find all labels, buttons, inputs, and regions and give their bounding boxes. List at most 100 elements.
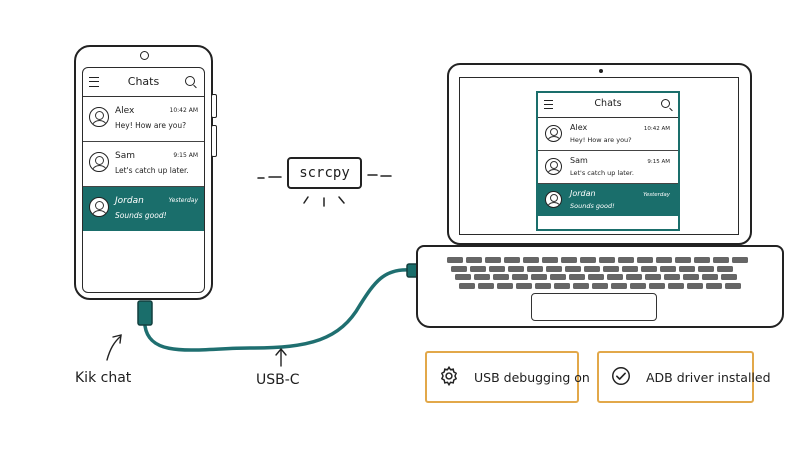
keyboard-key [546, 265, 562, 272]
phone-chat-item-alex[interactable]: Alex 10:42 AM Hey! How are you? [83, 97, 204, 142]
keyboard-key [664, 274, 680, 280]
keyboard-key [466, 257, 482, 263]
scrcpy-dashes [257, 174, 392, 207]
keyboard-key [721, 274, 737, 280]
scrcpy-label: scrcpy [287, 157, 362, 189]
keyboard-key [459, 282, 475, 289]
chat-preview: Hey! How are you? [570, 136, 632, 144]
keyboard-key [618, 257, 634, 263]
status-text: ADB driver installed [646, 370, 771, 385]
keyboard-key [687, 282, 703, 289]
keyboard-key [512, 274, 528, 280]
keyboard-key [603, 265, 619, 272]
keyboard-key [698, 265, 714, 272]
cable-plug-phone [137, 300, 153, 326]
keyboard-key [732, 257, 748, 263]
keyboard-key [725, 282, 741, 289]
gear-icon [440, 365, 458, 387]
chat-name: Alex [570, 123, 588, 132]
keyboard-key [554, 282, 570, 289]
phone-chat-item-sam[interactable]: Sam 9:15 AM Let's catch up later. [83, 142, 204, 187]
cable-caption: USB-C [256, 372, 300, 388]
mirror-chat-header: Chats [538, 93, 678, 118]
keyboard-key [478, 282, 494, 289]
chat-time: Yesterday [643, 192, 670, 198]
menu-icon[interactable] [89, 77, 99, 87]
mirror-chat-title: Chats [594, 98, 622, 109]
keyboard-key [588, 274, 604, 280]
phone-chat-item-jordan[interactable]: Jordan Yesterday Sounds good! [83, 187, 204, 231]
laptop-base [416, 245, 784, 328]
keyboard-key [641, 265, 657, 272]
status-chip-adb-driver: ADB driver installed [597, 351, 771, 403]
menu-icon[interactable] [544, 100, 553, 109]
keyboard-key [679, 265, 695, 272]
keyboard [447, 257, 753, 291]
keyboard-key [584, 265, 600, 272]
chat-time: 9:15 AM [173, 152, 198, 159]
chat-name: Jordan [115, 196, 144, 206]
mirrored-phone-window[interactable]: Chats Alex 10:42 AM Hey! How are you? Sa… [536, 91, 680, 231]
keyboard-key [645, 274, 661, 280]
keyboard-key [626, 274, 642, 280]
keyboard-key [531, 274, 547, 280]
keyboard-key [599, 257, 615, 263]
keyboard-key [622, 265, 638, 272]
phone-screen: Chats Alex 10:42 AM Hey! How are you? Sa… [82, 67, 205, 293]
phone-chat-title: Chats [127, 75, 160, 88]
keyboard-key [649, 282, 665, 289]
keyboard-key [580, 257, 596, 263]
chat-name: Alex [115, 106, 135, 116]
avatar [545, 158, 562, 175]
trackpad [531, 293, 657, 321]
keyboard-key [542, 257, 558, 263]
search-icon[interactable] [661, 99, 670, 108]
laptop-lid: Chats Alex 10:42 AM Hey! How are you? Sa… [447, 63, 752, 245]
keyboard-key [550, 274, 566, 280]
chat-time: 9:15 AM [647, 159, 670, 165]
keyboard-key [489, 265, 505, 272]
keyboard-key [702, 274, 718, 280]
check-circle-icon [612, 367, 630, 385]
chat-name: Sam [115, 151, 135, 161]
search-icon[interactable] [185, 76, 195, 86]
keyboard-key [527, 265, 543, 272]
chat-time: Yesterday [168, 197, 198, 204]
phone-volume-button [211, 94, 217, 118]
chat-name: Sam [570, 156, 588, 165]
keyboard-key [535, 282, 551, 289]
mirror-chat-item-sam[interactable]: Sam 9:15 AM Let's catch up later. [538, 151, 678, 184]
mirror-chat-item-alex[interactable]: Alex 10:42 AM Hey! How are you? [538, 118, 678, 151]
chat-preview: Sounds good! [570, 202, 615, 210]
keyboard-key [523, 257, 539, 263]
keyboard-key [660, 265, 676, 272]
keyboard-key [493, 274, 509, 280]
caption-arrows [106, 334, 287, 367]
chat-preview: Let's catch up later. [570, 169, 634, 177]
keyboard-key [694, 257, 710, 263]
chat-preview: Sounds good! [115, 211, 167, 220]
avatar [545, 125, 562, 142]
phone-power-button [211, 125, 217, 157]
keyboard-key [508, 265, 524, 272]
keyboard-key [607, 274, 623, 280]
keyboard-key [637, 257, 653, 263]
keyboard-key [504, 257, 520, 263]
laptop-camera [599, 69, 603, 73]
usb-c-cable [143, 268, 412, 352]
keyboard-key [573, 282, 589, 289]
keyboard-key [447, 257, 463, 263]
keyboard-key [451, 265, 467, 272]
mirror-chat-item-jordan[interactable]: Jordan Yesterday Sounds good! [538, 184, 678, 216]
keyboard-key [668, 282, 684, 289]
keyboard-key [497, 282, 513, 289]
keyboard-key [630, 282, 646, 289]
keyboard-key [717, 265, 733, 272]
phone: Chats Alex 10:42 AM Hey! How are you? Sa… [74, 45, 217, 300]
keyboard-key [675, 257, 691, 263]
chat-preview: Let's catch up later. [115, 166, 189, 175]
phone-caption: Kik chat [75, 370, 132, 386]
chat-preview: Hey! How are you? [115, 121, 187, 130]
phone-camera [140, 51, 149, 60]
